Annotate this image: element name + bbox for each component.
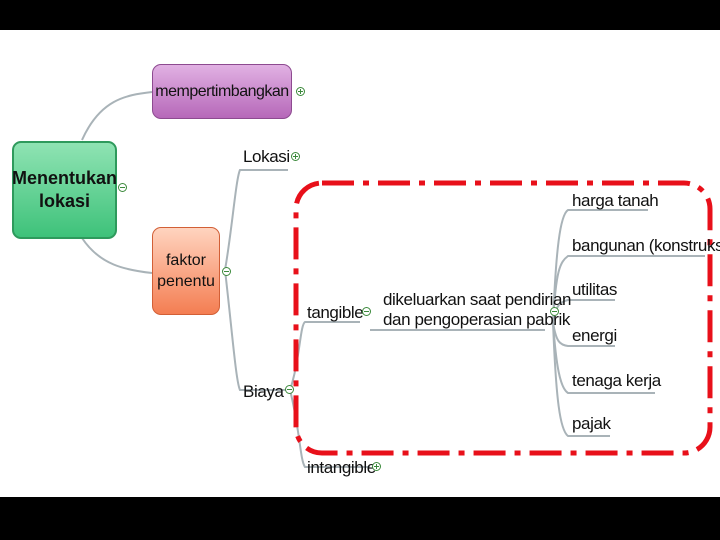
cost-item-tenaga-kerja[interactable]: tenaga kerja <box>572 371 661 390</box>
connector-lines <box>81 91 713 468</box>
minus-circle-icon[interactable] <box>362 307 371 316</box>
dikeluarkan-line-2: dan pengoperasian pabrik <box>383 310 570 329</box>
biaya-label[interactable]: Biaya <box>243 382 284 401</box>
cost-item-energi[interactable]: energi <box>572 326 617 345</box>
root-line-2: lokasi <box>38 191 91 211</box>
mempertimbangkan-label: mempertimbangkan <box>155 82 289 100</box>
minus-circle-icon[interactable] <box>285 385 294 394</box>
lokasi-label[interactable]: Lokasi <box>243 147 290 166</box>
dikeluarkan-node[interactable]: dikeluarkan saat pendirian dan pengopera… <box>383 290 571 330</box>
faktor-penentu-node[interactable]: faktor penentu <box>152 227 220 315</box>
dikeluarkan-line-1: dikeluarkan saat pendirian <box>383 290 572 309</box>
cost-item-harga-tanah[interactable]: harga tanah <box>572 191 659 210</box>
highlight-box <box>293 180 713 456</box>
tangible-label[interactable]: tangible <box>307 303 364 322</box>
plus-circle-icon[interactable] <box>296 87 305 96</box>
cost-item-pajak[interactable]: pajak <box>572 414 611 433</box>
root-line-1: Menentukan <box>12 168 118 188</box>
mind-map-canvas: Menentukan lokasi mempertimbangkan faktor… <box>0 30 720 497</box>
cost-item-bangunan[interactable]: bangunan (konstruksi) <box>572 236 720 255</box>
plus-circle-icon[interactable] <box>291 152 300 161</box>
minus-circle-icon[interactable] <box>118 183 127 192</box>
cost-item-utilitas[interactable]: utilitas <box>572 280 617 299</box>
mempertimbangkan-node[interactable]: mempertimbangkan <box>152 64 292 119</box>
faktor-line-2: penentu <box>157 273 215 290</box>
root-node[interactable]: Menentukan lokasi <box>12 141 117 239</box>
faktor-line-1: faktor <box>165 252 206 269</box>
minus-circle-icon[interactable] <box>550 307 559 316</box>
minus-circle-icon[interactable] <box>222 267 231 276</box>
plus-circle-icon[interactable] <box>372 462 381 471</box>
intangible-label[interactable]: intangible <box>307 458 376 477</box>
